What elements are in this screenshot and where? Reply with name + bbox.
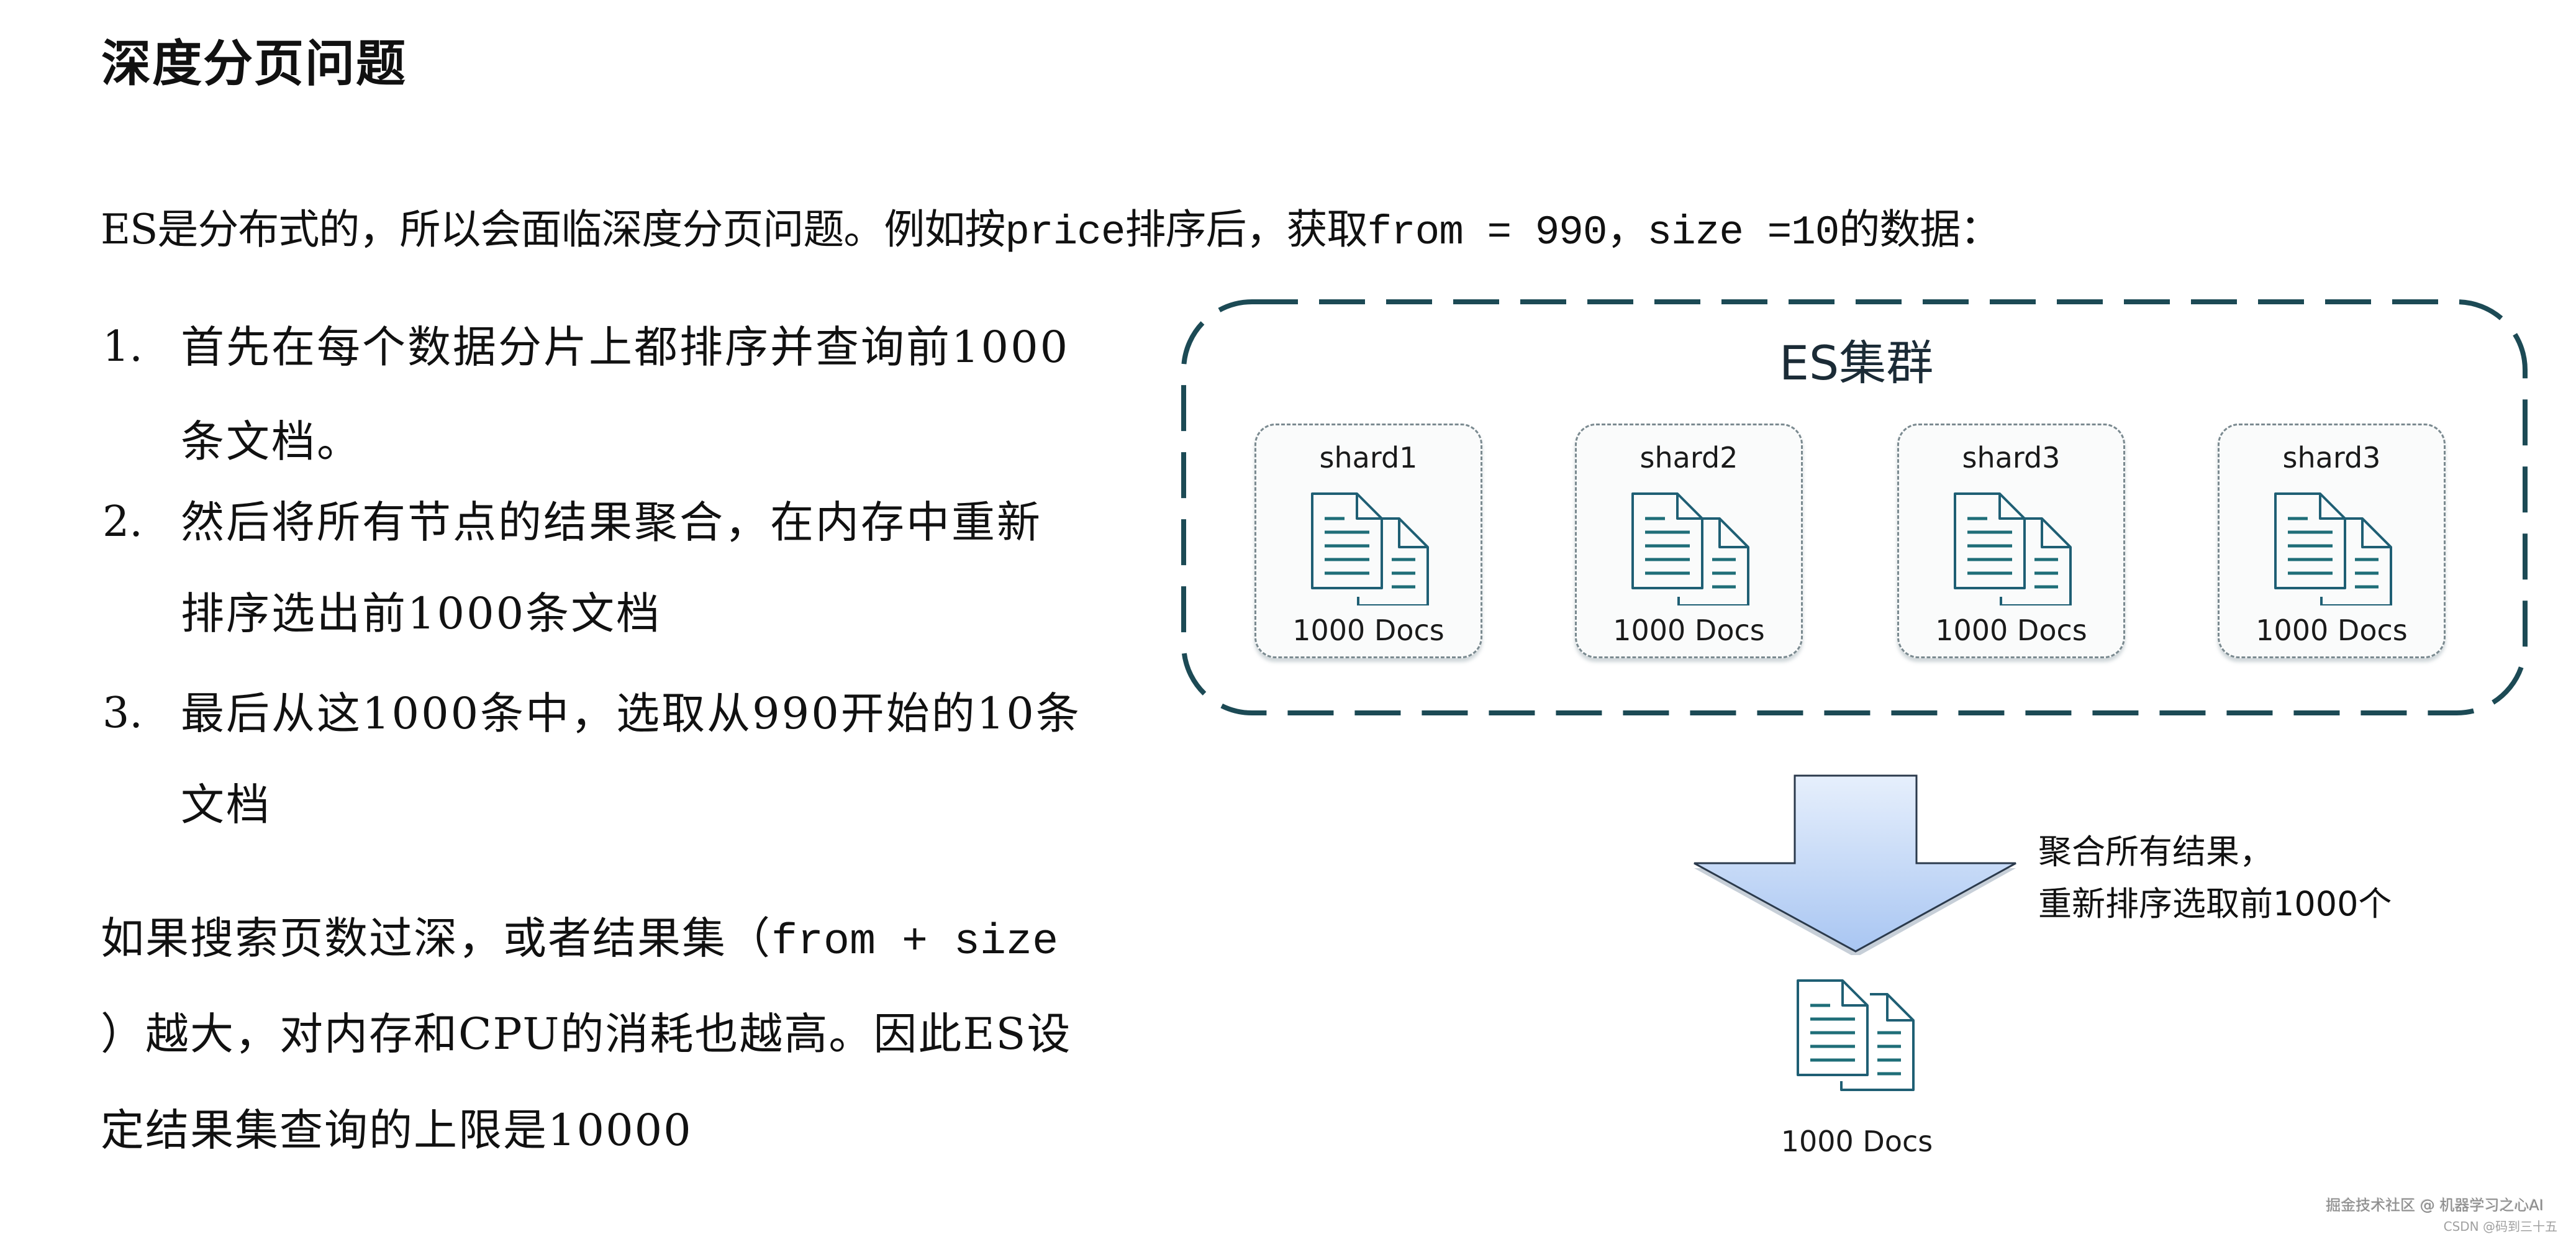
intro-code-size: size =10 [1647, 209, 1840, 256]
step-1-line-1: 首先在每个数据分片上都排序并查询前1000 [181, 322, 1070, 373]
result-doc-count: 1000 Docs [1780, 1125, 1933, 1158]
watermark-csdn: CSDN @码到三十五 [2443, 1219, 2557, 1234]
caption-line-2: 重新排序选取前1000个 [2038, 884, 2392, 923]
shard-name: shard3 [1962, 441, 2061, 474]
shard-name: shard3 [2282, 441, 2381, 474]
documents-icon [1311, 492, 1429, 605]
conclusion-line-1: 如果搜索页数过深，或者结果集（from + size [101, 910, 1058, 971]
intro-part-1: ES是分布式的，所以会面临深度分页问题。例如按 [101, 206, 1005, 253]
shard-doc-count: 1000 Docs [1292, 614, 1444, 647]
shard-card: shard3 1000 Docs [1897, 424, 2125, 658]
cluster-label: ES集群 [1779, 335, 1934, 391]
shard-card: shard3 1000 Docs [2218, 424, 2446, 658]
step-2-line-1: 然后将所有节点的结果聚合，在内存中重新 [181, 497, 1042, 548]
shard-card: shard2 1000 Docs [1575, 424, 1803, 658]
step-number: 3. [102, 689, 143, 738]
step-3-line-1: 最后从这1000条中，选取从990开始的10条 [181, 688, 1081, 739]
step-1-line-2: 条文档。 [181, 416, 362, 467]
watermark-juejin: 掘金技术社区 @ 机器学习之心AI [2326, 1197, 2544, 1214]
cluster-dashed-border [1181, 299, 2528, 715]
step-number: 1. [102, 322, 143, 371]
documents-icon [2274, 492, 2392, 605]
caption-line-1: 聚合所有结果， [2038, 832, 2273, 871]
intro-text: ES是分布式的，所以会面临深度分页问题。例如按price排序后，获取from =… [101, 200, 2001, 263]
step-3-line-2: 文档 [181, 779, 271, 830]
intro-part-2: 排序后，获取 [1125, 206, 1367, 253]
step-2-line-2: 排序选出前1000条文档 [181, 588, 662, 639]
shard-name: shard1 [1319, 441, 1418, 474]
shard-card: shard1 1000 Docs [1254, 424, 1482, 658]
shard-doc-count: 1000 Docs [1935, 614, 2087, 647]
es-cluster-box [1181, 299, 2528, 715]
arrow-down-icon [1694, 774, 2016, 955]
result-documents-icon [1797, 979, 1915, 1091]
shard-doc-count: 1000 Docs [2256, 614, 2408, 647]
arrow-caption: 聚合所有结果， 重新排序选取前1000个 [2038, 826, 2392, 930]
intro-part-4: 的数据： [1839, 206, 2001, 253]
page-title: 深度分页问题 [101, 34, 407, 93]
shard-doc-count: 1000 Docs [1613, 614, 1765, 647]
intro-code-price: price [1005, 209, 1125, 256]
documents-icon [1954, 492, 2072, 605]
intro-code-from: from = 990 [1367, 209, 1607, 256]
conclusion-line-3: 定结果集查询的上限是10000 [101, 1105, 692, 1156]
documents-icon [1631, 492, 1749, 605]
shard-name: shard2 [1639, 441, 1738, 474]
conclusion-text: 如果搜索页数过深，或者结果集（ [101, 913, 771, 964]
step-number: 2. [102, 497, 143, 546]
conclusion-code: from + size [771, 918, 1059, 967]
intro-part-3: ， [1607, 206, 1648, 253]
conclusion-line-2: ）越大，对内存和CPU的消耗也越高。因此ES设 [101, 1009, 1072, 1059]
